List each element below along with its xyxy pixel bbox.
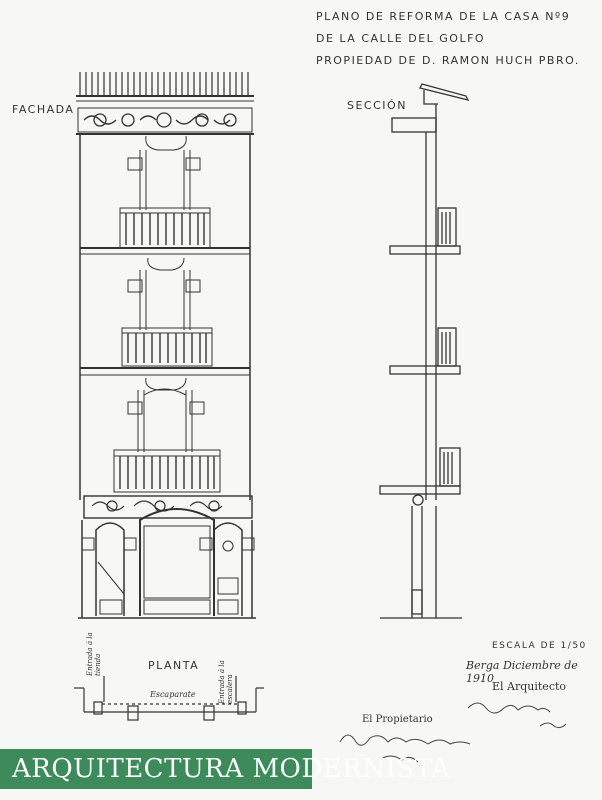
- facade-elevation: [76, 72, 256, 619]
- architect-label: El Arquitecto: [492, 680, 567, 693]
- seccion-label: SECCIÓN: [347, 99, 407, 112]
- plan-title-line-1: PLANO DE REFORMA DE LA CASA Nº9: [316, 10, 571, 23]
- owner-label: El Propietario: [362, 714, 433, 725]
- brand-watermark: ARQUITECTURA MODERNISTA: [0, 749, 450, 789]
- ground-plan: [74, 676, 264, 721]
- date-location: Berga Diciembre de 1910: [466, 659, 578, 685]
- plan-escaparate: Escaparate: [150, 690, 196, 699]
- fachada-label: FACHADA: [12, 103, 75, 116]
- plan-title-line-2: DE LA CALLE DEL GOLFO: [316, 32, 486, 45]
- scale-label: ESCALA DE 1/50: [492, 641, 587, 651]
- plan-title-line-3: PROPIEDAD DE D. RAMON HUCH PBRO.: [316, 54, 580, 67]
- section-drawing: [379, 83, 470, 619]
- planta-label: PLANTA: [148, 659, 200, 672]
